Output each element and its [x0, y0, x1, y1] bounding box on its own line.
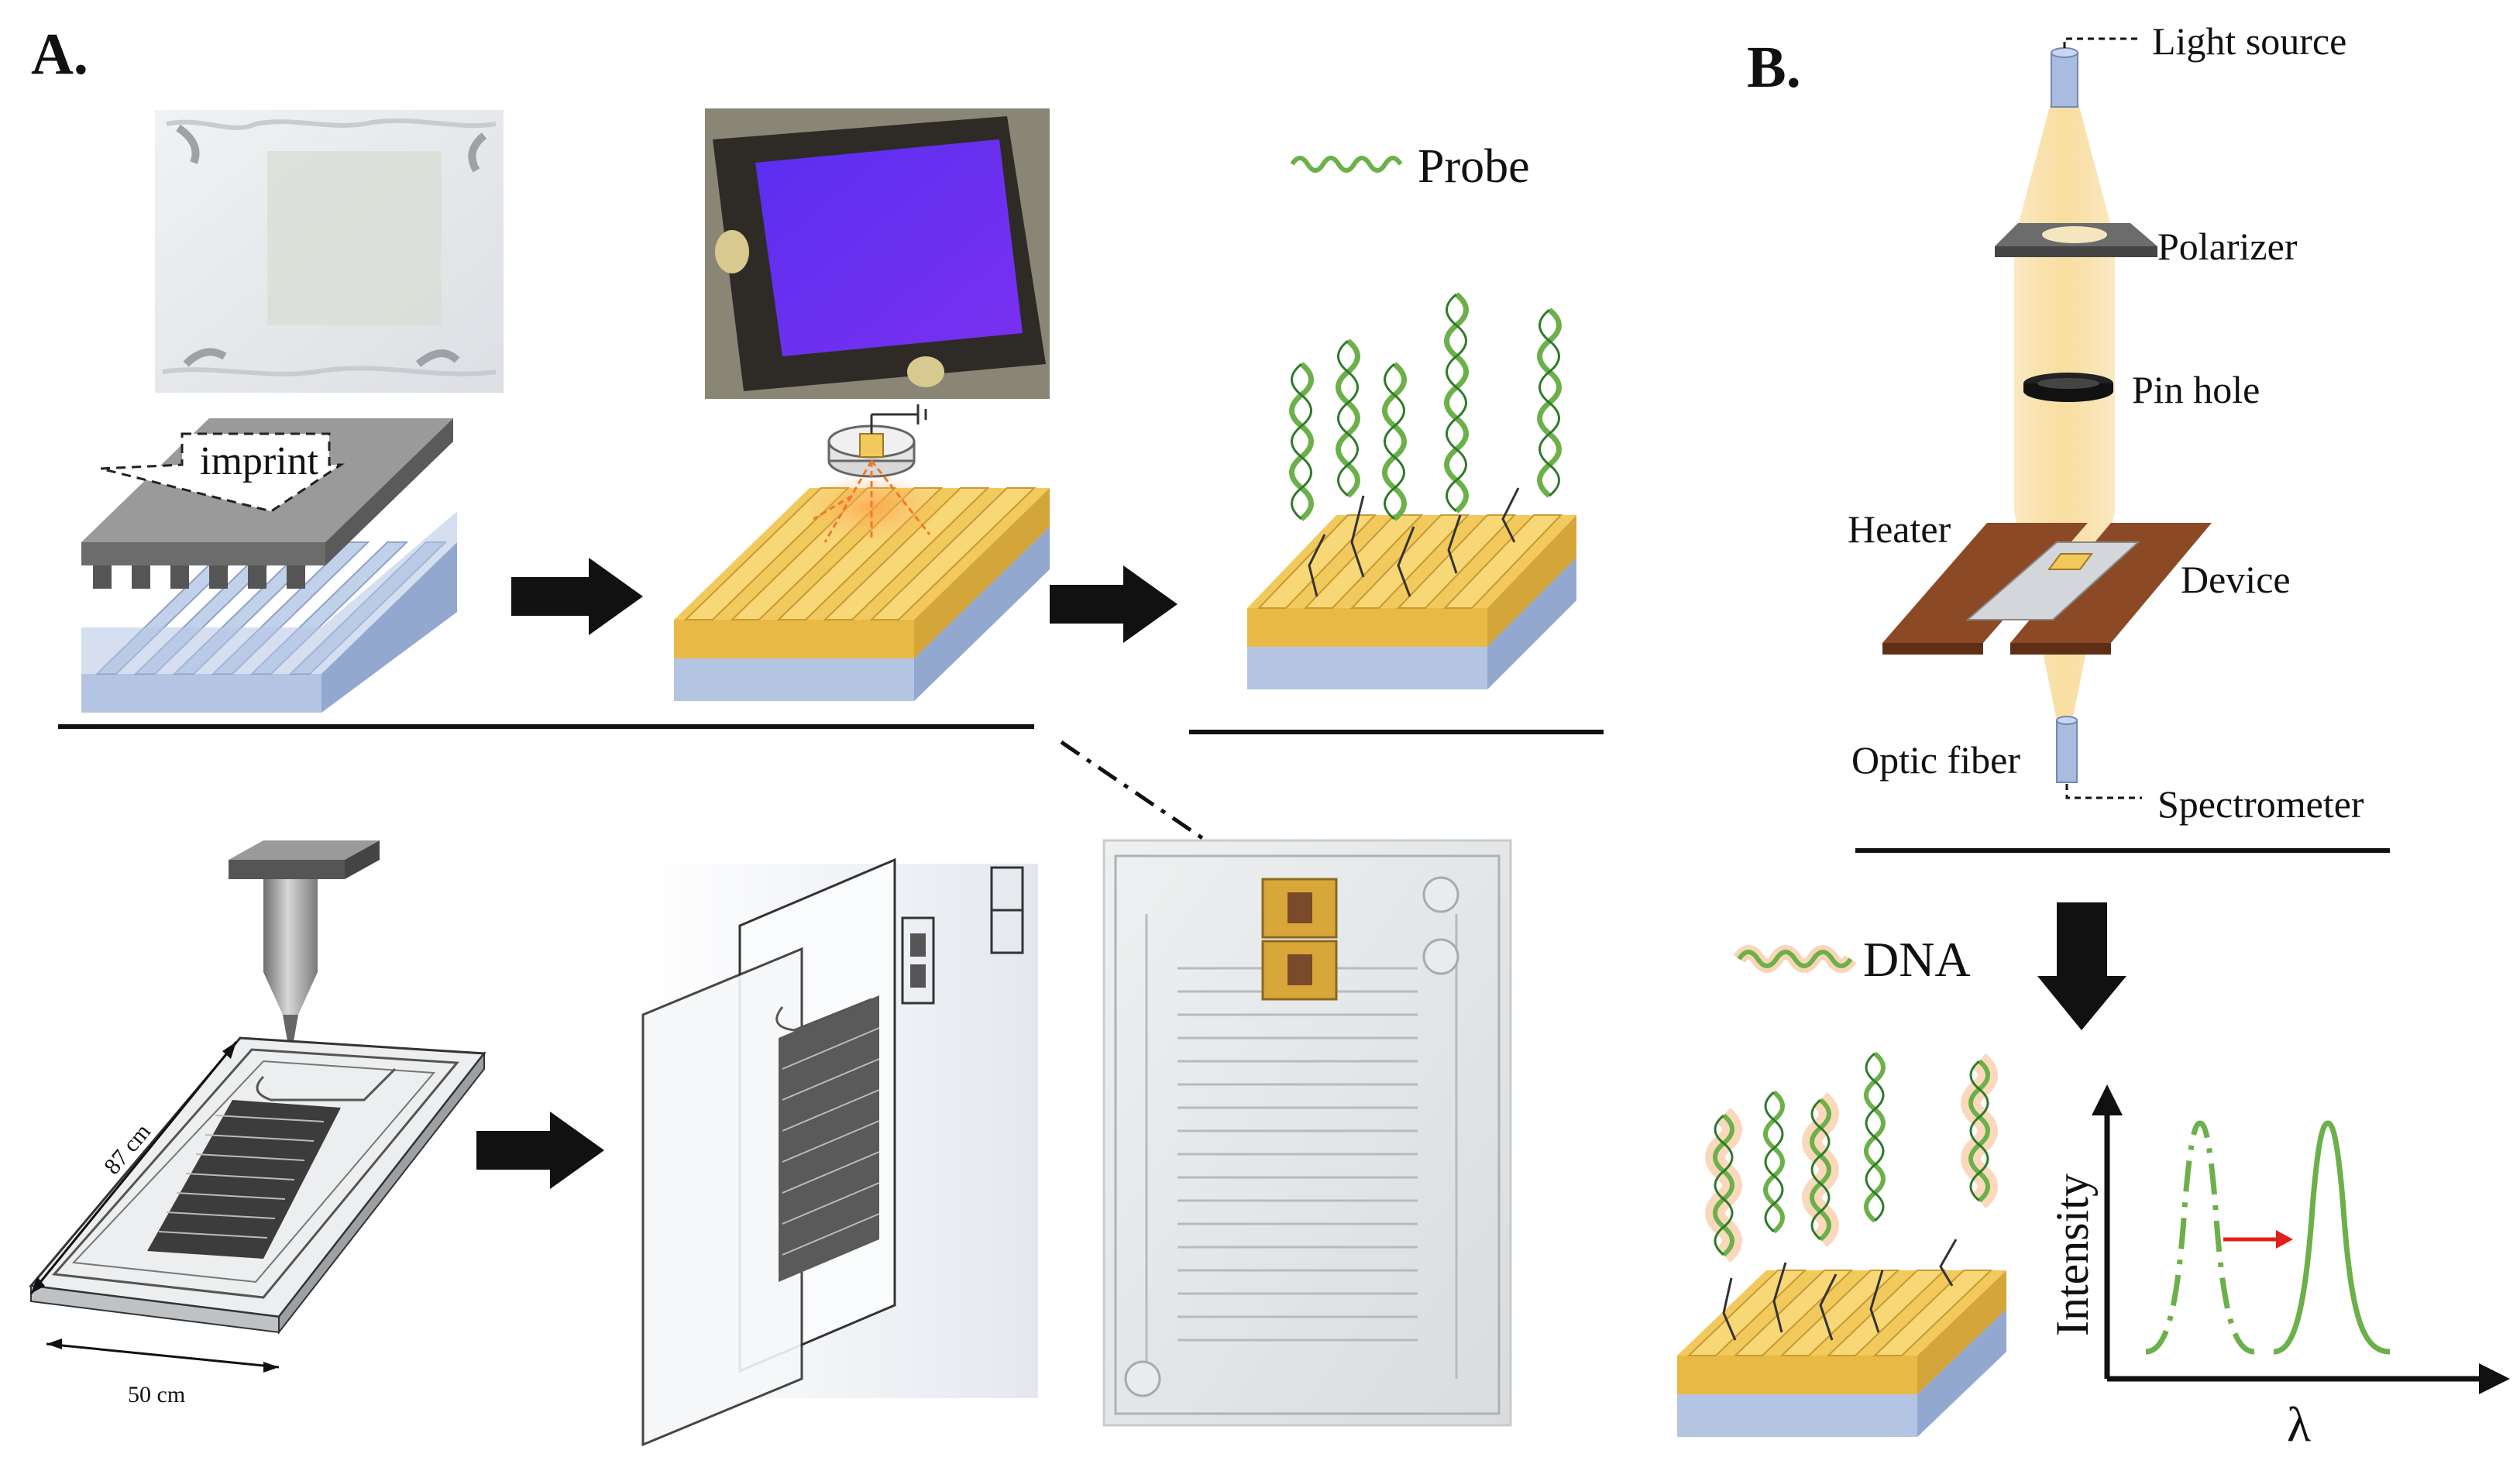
device-label: Device [2181, 558, 2291, 601]
spectrum-plot [2092, 1084, 2510, 1394]
spectrum-after-peak [2273, 1120, 2391, 1355]
panel-b-letter: B. [1747, 35, 1801, 100]
photo-imprinted-film [155, 110, 504, 393]
x-axis-label: λ [2287, 1397, 2311, 1452]
arrow-down-b [2037, 902, 2126, 1030]
pinhole-label: Pin hole [2132, 368, 2260, 411]
probe-legend-icon [1290, 156, 1403, 173]
gold-grating-sputter [674, 404, 1050, 701]
optic-fiber-label: Optic fiber [1851, 738, 2020, 782]
photo-microfluidic-chip [1102, 839, 1512, 1427]
dna-legend-icon [1737, 950, 1853, 968]
light-source-cylinder [2051, 47, 2078, 108]
arrow-coat-to-probe [1050, 565, 1177, 643]
spectrometer-leader [2065, 784, 2142, 799]
spectrum-shift-arrowhead [2276, 1230, 2293, 1249]
arrow-print-to-assembly [476, 1112, 604, 1189]
dna-label: DNA [1863, 932, 1971, 987]
arrow-imprint-to-coat [511, 558, 643, 635]
imprint-mold-illustration [81, 418, 457, 713]
dim-width-label: 50 cm [128, 1382, 185, 1407]
heater-assembly [1882, 523, 2212, 655]
y-axis-label: Intensity [2047, 1174, 2098, 1336]
light-source-label: Light source [2152, 19, 2346, 63]
polarizer-plate [1995, 223, 2157, 257]
polarizer-label: Polarizer [2157, 225, 2298, 268]
imprint-label: imprint [200, 439, 319, 483]
cad-exploded-assembly [639, 857, 1038, 1447]
gold-grating-dna [1677, 1051, 2006, 1437]
spectrum-y-arrowhead [2092, 1084, 2123, 1115]
pinhole-disk [2023, 373, 2113, 402]
panel-a-letter: A. [31, 22, 88, 87]
spectrum-before-peak [2145, 1120, 2255, 1355]
optic-fiber-cylinder [2056, 716, 2078, 783]
light-source-leader [2063, 37, 2138, 48]
heater-label: Heater [1848, 507, 1951, 551]
dashdot-leader [1060, 740, 1264, 881]
gold-grating-probes [1247, 292, 1576, 689]
spectrum-x-arrowhead [2479, 1363, 2510, 1394]
printed-chip-illustration [29, 840, 486, 1373]
photo-uv-plasmonic [705, 108, 1050, 399]
probe-label: Probe [1418, 140, 1530, 193]
spectrometer-label: Spectrometer [2157, 782, 2364, 826]
